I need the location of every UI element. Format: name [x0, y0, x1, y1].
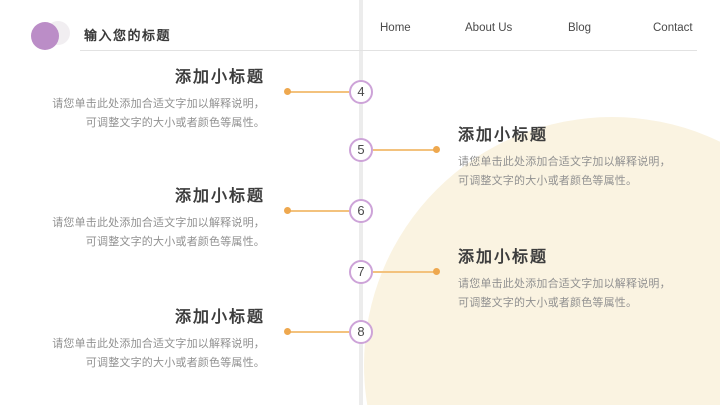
timeline-item-6: 添加小标题 请您单击此处添加合适文字加以解释说明， 可调整文字的大小或者颜色等属… [52, 186, 265, 251]
timeline-item-7-desc-line1: 请您单击此处添加合适文字加以解释说明， [458, 278, 671, 290]
timeline-item-8-desc: 请您单击此处添加合适文字加以解释说明， 可调整文字的大小或者颜色等属性。 [52, 335, 265, 372]
timeline-item-6-desc: 请您单击此处添加合适文字加以解释说明， 可调整文字的大小或者颜色等属性。 [52, 214, 265, 251]
connector-dot-4 [284, 88, 291, 95]
connector-line-4 [288, 91, 349, 93]
page-title: 输入您的标题 [84, 28, 172, 43]
timeline-item-4-title: 添加小标题 [174, 69, 265, 86]
timeline-node-4-number: 4 [357, 84, 365, 99]
timeline-item-4: 添加小标题 请您单击此处添加合适文字加以解释说明， 可调整文字的大小或者颜色等属… [52, 67, 265, 132]
timeline-item-5: 添加小标题 请您单击此处添加合适文字加以解释说明， 可调整文字的大小或者颜色等属… [458, 125, 671, 190]
header-divider [80, 50, 697, 51]
timeline-item-8-title: 添加小标题 [174, 309, 265, 326]
connector-line-7 [373, 271, 437, 273]
connector-dot-6 [284, 207, 291, 214]
timeline-node-4: 4 [349, 80, 373, 104]
timeline-item-6-desc-line2: 可调整文字的大小或者颜色等属性。 [85, 235, 265, 248]
connector-line-8 [288, 331, 349, 333]
nav-item-home[interactable]: Home [380, 22, 411, 34]
timeline-node-7: 7 [349, 260, 373, 284]
timeline-item-8: 添加小标题 请您单击此处添加合适文字加以解释说明， 可调整文字的大小或者颜色等属… [52, 307, 265, 372]
timeline-item-4-desc: 请您单击此处添加合适文字加以解释说明， 可调整文字的大小或者颜色等属性。 [52, 95, 265, 132]
timeline-item-6-title: 添加小标题 [174, 188, 265, 205]
nav-item-blog[interactable]: Blog [568, 22, 592, 34]
timeline-item-7-desc: 请您单击此处添加合适文字加以解释说明， 可调整文字的大小或者颜色等属性。 [458, 275, 671, 312]
nav-item-contact[interactable]: Contact [653, 22, 693, 34]
timeline-node-6: 6 [349, 199, 373, 223]
timeline-node-5-number: 5 [357, 142, 365, 157]
timeline-item-5-desc: 请您单击此处添加合适文字加以解释说明， 可调整文字的大小或者颜色等属性。 [458, 153, 671, 190]
timeline-item-8-desc-line2: 可调整文字的大小或者颜色等属性。 [85, 356, 265, 369]
connector-dot-7 [433, 268, 440, 275]
timeline-item-7: 添加小标题 请您单击此处添加合适文字加以解释说明， 可调整文字的大小或者颜色等属… [458, 247, 671, 312]
timeline-item-5-desc-line1: 请您单击此处添加合适文字加以解释说明， [458, 156, 671, 168]
logo-circle [31, 22, 59, 50]
timeline-item-7-title: 添加小标题 [458, 249, 549, 266]
timeline-item-4-desc-line2: 可调整文字的大小或者颜色等属性。 [85, 116, 265, 129]
timeline-item-4-desc-line1: 请您单击此处添加合适文字加以解释说明， [52, 98, 265, 110]
timeline-item-5-desc-line2: 可调整文字的大小或者颜色等属性。 [458, 174, 638, 187]
connector-dot-5 [433, 146, 440, 153]
timeline-node-6-number: 6 [357, 203, 365, 218]
timeline-item-7-desc-line2: 可调整文字的大小或者颜色等属性。 [458, 296, 638, 309]
timeline-node-7-number: 7 [357, 264, 365, 279]
connector-line-5 [373, 149, 437, 151]
timeline-item-8-desc-line1: 请您单击此处添加合适文字加以解释说明， [52, 338, 265, 350]
nav-item-about-us[interactable]: About Us [465, 22, 513, 34]
timeline-node-8: 8 [349, 320, 373, 344]
connector-line-6 [288, 210, 349, 212]
timeline-item-6-desc-line1: 请您单击此处添加合适文字加以解释说明， [52, 217, 265, 229]
timeline-item-5-title: 添加小标题 [458, 127, 549, 144]
connector-dot-8 [284, 328, 291, 335]
timeline-node-5: 5 [349, 138, 373, 162]
timeline-node-8-number: 8 [357, 324, 365, 339]
